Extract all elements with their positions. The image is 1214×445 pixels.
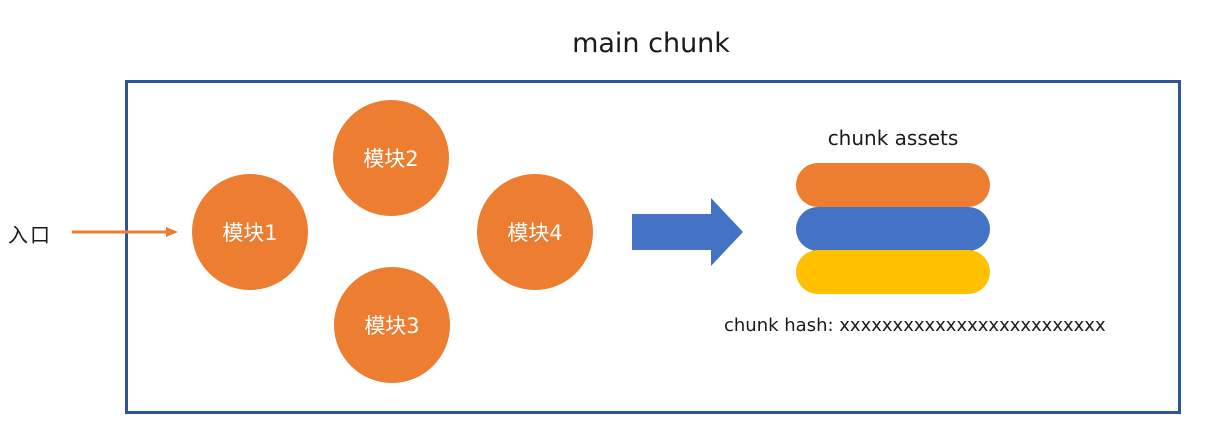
chunk-hash-label: chunk hash: bbox=[724, 315, 840, 336]
module-4-label: 模块4 bbox=[507, 221, 563, 245]
entry-label: 入口 bbox=[8, 223, 52, 247]
module-4: 模块4 bbox=[477, 174, 593, 290]
entry-arrow bbox=[72, 227, 178, 237]
chunk-hash: chunk hash: xxxxxxxxxxxxxxxxxxxxxxxxx bbox=[724, 315, 1106, 336]
chunk-hash-value: xxxxxxxxxxxxxxxxxxxxxxxxx bbox=[839, 315, 1106, 336]
entry-arrow-head bbox=[166, 227, 178, 237]
asset-bar-orange bbox=[796, 163, 990, 207]
transform-arrow bbox=[632, 198, 743, 266]
main-chunk-box bbox=[125, 80, 1181, 414]
module-3-label: 模块3 bbox=[364, 314, 420, 338]
asset-bar-yellow bbox=[796, 250, 990, 294]
asset-bar-blue bbox=[796, 207, 990, 251]
module-3: 模块3 bbox=[334, 267, 450, 383]
module-2-label: 模块2 bbox=[363, 147, 419, 171]
chunk-title: main chunk bbox=[572, 28, 730, 59]
module-1: 模块1 bbox=[192, 174, 308, 290]
module-2: 模块2 bbox=[333, 100, 449, 216]
chunk-assets-label: chunk assets bbox=[827, 126, 959, 150]
module-1-label: 模块1 bbox=[222, 221, 278, 245]
